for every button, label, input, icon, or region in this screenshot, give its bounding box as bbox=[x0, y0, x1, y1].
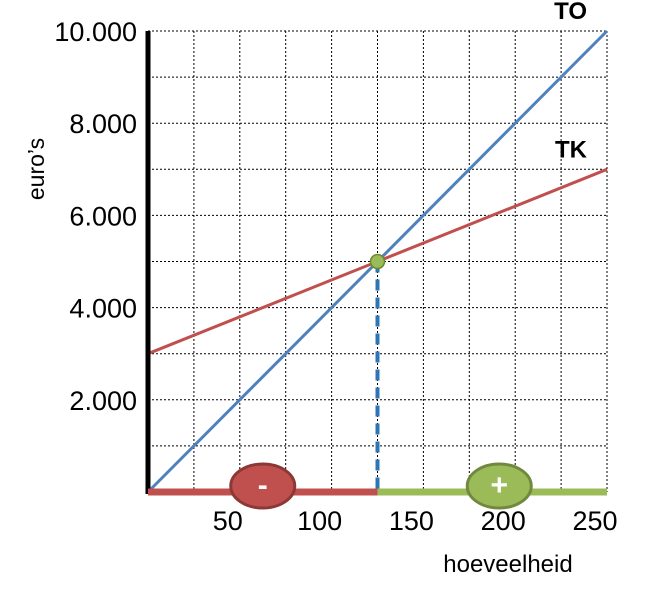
x-tick-label: 50 bbox=[213, 506, 243, 536]
x-axis-label: hoeveelheid bbox=[443, 551, 572, 578]
tick-labels: 2.000 4.000 6.000 8.000 10.000 50 100 150 200 250 bbox=[54, 17, 617, 536]
series-labels: TO TK bbox=[554, 0, 588, 163]
x-tick-label: 150 bbox=[389, 506, 434, 536]
series-label-tk: TK bbox=[555, 136, 588, 163]
plus-sign: + bbox=[490, 469, 508, 502]
x-tick-label: 100 bbox=[297, 506, 342, 536]
y-tick-label: 2.000 bbox=[69, 386, 137, 416]
minus-sign: - bbox=[258, 469, 268, 502]
y-tick-label: 4.000 bbox=[69, 294, 137, 324]
series-lines bbox=[146, 29, 609, 494]
loss-badge bbox=[229, 462, 297, 510]
series-label-to: TO bbox=[554, 0, 587, 25]
break-even-point bbox=[369, 253, 386, 270]
y-tick-label: 6.000 bbox=[69, 201, 137, 231]
y-axis-label: euro’s bbox=[23, 138, 49, 200]
profit-badge bbox=[465, 462, 533, 510]
y-tick-label: 8.000 bbox=[69, 109, 137, 139]
x-tick-label: 250 bbox=[572, 506, 617, 536]
profit-zones: -+ bbox=[148, 462, 607, 510]
y-tick-label: 10.000 bbox=[54, 17, 137, 47]
x-tick-label: 200 bbox=[481, 506, 526, 536]
